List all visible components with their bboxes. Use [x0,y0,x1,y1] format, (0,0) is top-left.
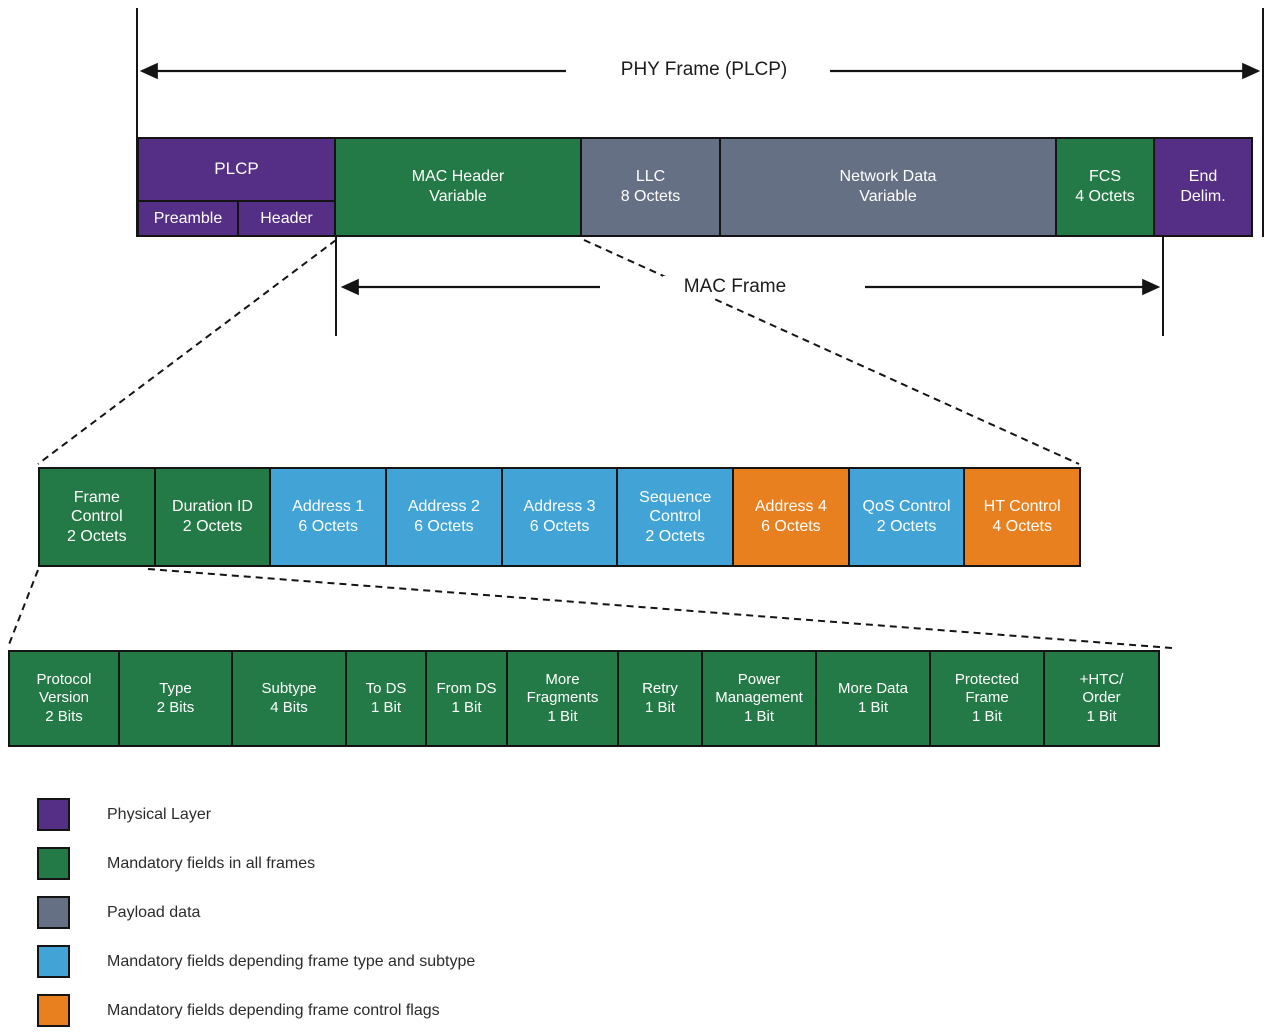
legend-label-control-flags: Mandatory fields depending frame control… [107,1001,440,1019]
type-subtype-swatch [37,945,70,978]
field-preamble: Preamble [153,209,223,227]
field-header: Header [237,201,334,235]
field-protected-frame-label: Protected Frame 1 Bit [954,671,1020,725]
field-retry: Retry 1 Bit [617,650,703,747]
field-plcp: PLCP Preamble Header [137,137,336,237]
legend-item-payload-data: Payload data [37,896,475,929]
legend-label-mandatory-fields: Mandatory fields in all frames [107,854,316,872]
field-address-2: Address 2 6 Octets [385,467,503,567]
field-ht-control-label: HT Control 4 Octets [983,498,1061,535]
field-address-1-label: Address 1 6 Octets [292,498,365,535]
legend-item-mandatory-fields: Mandatory fields in all frames [37,847,475,880]
control-flags-swatch [37,994,70,1027]
plcp-sub-row: Preamble Header [139,199,334,235]
field-power-management-label: Power Management 1 Bit [715,671,803,725]
field-fcs-label: FCS 4 Octets [1075,168,1135,205]
field-type-label: Type 2 Bits [156,680,195,716]
field-ht-control: HT Control 4 Octets [963,467,1082,567]
field-sequence-control-label: Sequence Control 2 Octets [639,488,712,545]
field-from-ds: From DS 1 Bit [425,650,508,747]
mandatory-fields-swatch [37,847,70,880]
field-duration-id-label: Duration ID 2 Octets [172,498,253,535]
field-qos-control-label: QoS Control 2 Octets [862,498,951,535]
field-qos-control: QoS Control 2 Octets [847,467,966,567]
field-protected-frame: Protected Frame 1 Bit [929,650,1045,747]
field-htc-order: +HTC/ Order 1 Bit [1043,650,1160,747]
field-address-2-label: Address 2 6 Octets [407,498,480,535]
phy-frame-row: PLCP Preamble Header MAC Header Variable… [137,137,1253,237]
field-more-fragments-label: More Fragments 1 Bit [526,671,599,725]
field-mac-header: MAC Header Variable [334,137,582,237]
field-to-ds-label: To DS 1 Bit [365,680,407,716]
field-address-1: Address 1 6 Octets [269,467,388,567]
legend-label-physical-layer: Physical Layer [107,805,212,823]
field-network-data: Network Data Variable [719,137,1057,237]
field-llc: LLC 8 Octets [580,137,721,237]
field-power-management: Power Management 1 Bit [701,650,817,747]
legend-item-type-subtype: Mandatory fields depending frame type an… [37,945,475,978]
field-more-data: More Data 1 Bit [815,650,931,747]
field-end-delim-label: End Delim. [1180,168,1226,205]
field-subtype-label: Subtype 4 Bits [261,680,317,716]
field-mac-header-label: MAC Header Variable [411,168,505,205]
field-protocol-version-label: Protocol Version 2 Bits [36,671,92,725]
expand-mac-header-left-dash [37,239,337,465]
field-protocol-version: Protocol Version 2 Bits [8,650,120,747]
mac-header-row: Frame Control 2 Octets Duration ID 2 Oct… [38,467,1082,567]
legend-item-control-flags: Mandatory fields depending frame control… [37,994,475,1027]
field-more-fragments: More Fragments 1 Bit [506,650,619,747]
field-type: Type 2 Bits [118,650,233,747]
field-to-ds: To DS 1 Bit [345,650,427,747]
legend: Physical Layer Mandatory fields in all f… [37,798,475,1035]
legend-item-physical-layer: Physical Layer [37,798,475,831]
field-end-delim: End Delim. [1153,137,1253,237]
field-llc-label: LLC 8 Octets [620,168,681,205]
field-address-4: Address 4 6 Octets [732,467,850,567]
field-frame-control: Frame Control 2 Octets [38,467,156,567]
field-from-ds-label: From DS 1 Bit [436,680,497,716]
field-sequence-control: Sequence Control 2 Octets [616,467,735,567]
field-retry-label: Retry 1 Bit [642,680,678,716]
legend-label-payload-data: Payload data [107,903,201,921]
field-plcp-label: PLCP [214,158,259,178]
physical-layer-swatch [37,798,70,831]
field-more-data-label: More Data 1 Bit [837,680,909,716]
field-address-3: Address 3 6 Octets [500,467,619,567]
field-htc-order-label: +HTC/ Order 1 Bit [1079,671,1124,725]
mac-frame-arrow-label: MAC Frame [663,276,807,298]
expand-mac-header-right-dash [583,239,1080,465]
frame-control-row: Protocol Version 2 Bits Type 2 Bits Subt… [8,650,1160,747]
field-duration-id: Duration ID 2 Octets [153,467,272,567]
field-address-3-label: Address 3 6 Octets [523,498,596,535]
payload-data-swatch [37,896,70,929]
field-network-data-label: Network Data Variable [839,168,937,205]
phy-frame-arrow-label: PHY Frame (PLCP) [604,59,804,81]
legend-label-type-subtype: Mandatory fields depending frame type an… [107,952,476,970]
expand-frame-control-left-dash [7,569,39,648]
field-frame-control-label: Frame Control 2 Octets [67,488,127,545]
expand-frame-control-right-dash [147,568,1173,649]
field-address-4-label: Address 4 6 Octets [754,498,827,535]
field-subtype: Subtype 4 Bits [231,650,347,747]
field-fcs: FCS 4 Octets [1055,137,1155,237]
